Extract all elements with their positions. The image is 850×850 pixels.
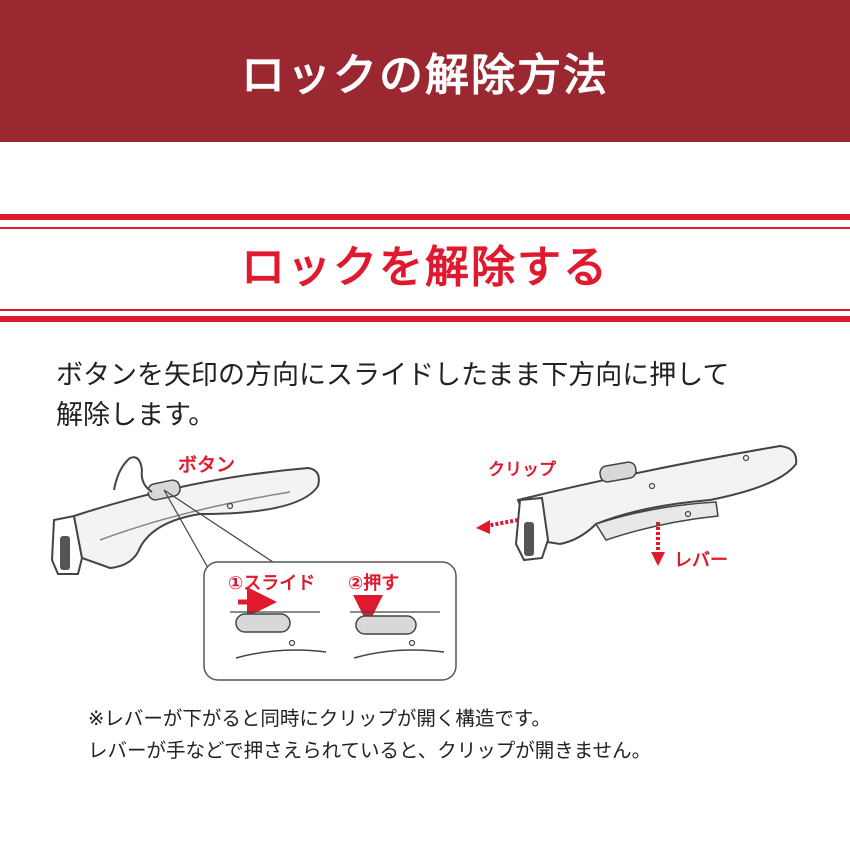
- header-banner: ロックの解除方法: [0, 0, 850, 142]
- note-line-2: レバーが手などで押さえられていると、クリップが開きません。: [88, 739, 652, 762]
- right-handle-drawing: [514, 444, 798, 562]
- step2-label: ②押す: [348, 573, 400, 594]
- page-title: ロックの解除方法: [241, 50, 609, 101]
- section-title: ロックを解除する: [241, 242, 609, 293]
- stripe-top-thin: [0, 227, 850, 229]
- instruction-text: ボタンを矢印の方向にスライドしたまま下方向に押して 解除します。: [56, 356, 816, 436]
- handle-illustration: [50, 444, 798, 681]
- step1-label: ①スライド: [228, 573, 316, 594]
- stripe-top-thick: [0, 214, 850, 220]
- button-label: ボタン: [178, 454, 236, 476]
- instruction-line-1: ボタンを矢印の方向にスライドしたまま下方向に押して: [56, 360, 730, 391]
- clip-label: クリップ: [488, 460, 556, 480]
- note-line-1: ※レバーが下がると同時にクリップが開く構造です。: [88, 707, 551, 730]
- stripe-bottom-thick: [0, 316, 850, 322]
- left-handle-drawing: [50, 456, 320, 575]
- stripe-bottom-thin: [0, 309, 850, 311]
- instruction-line-2: 解除します。: [56, 400, 216, 431]
- lever-label: レバー: [674, 550, 728, 571]
